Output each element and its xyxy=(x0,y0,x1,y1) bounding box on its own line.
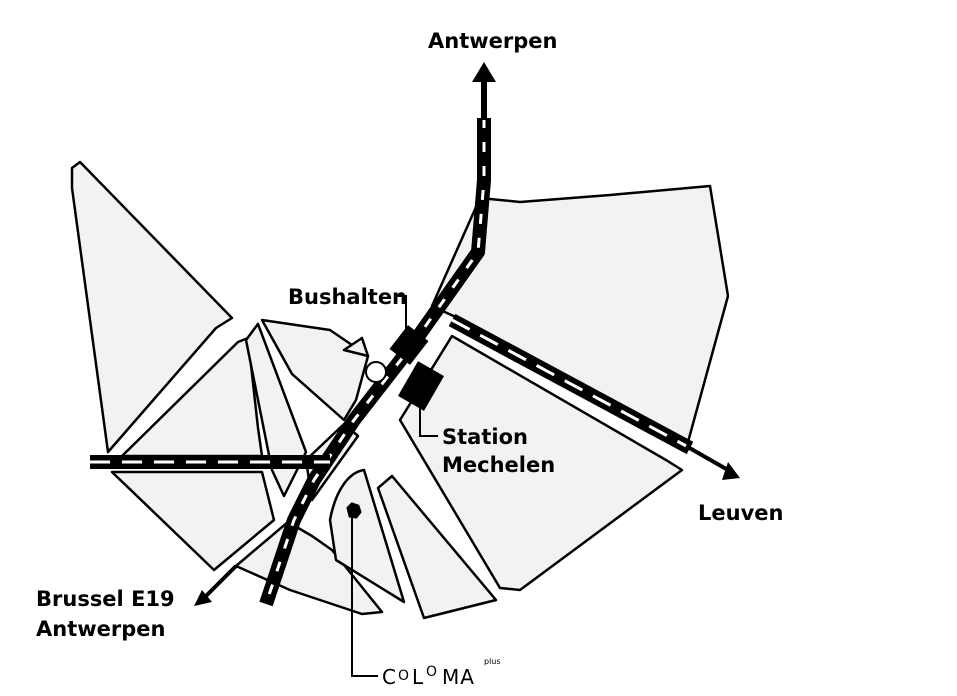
city-blocks xyxy=(70,160,730,620)
station-leader-line xyxy=(419,396,438,437)
leader-lines xyxy=(351,295,438,677)
bus-stop-icon xyxy=(389,325,429,365)
logo-l: L xyxy=(412,665,424,689)
labels: Antwerpen Leuven Brussel E19 Antwerpen B… xyxy=(36,29,783,641)
roundabout xyxy=(365,361,387,383)
logo-c: C xyxy=(382,665,397,689)
bus-leader-line xyxy=(398,295,407,330)
buildings xyxy=(346,325,444,519)
block-station xyxy=(398,334,684,592)
label-leuven: Leuven xyxy=(698,501,783,525)
logo-o1: O xyxy=(398,668,410,684)
coloma-leader-line xyxy=(351,512,378,677)
arrow-southwest-icon xyxy=(194,590,212,606)
label-bushalten: Bushalten xyxy=(288,285,407,309)
railway-east-dashes xyxy=(451,318,691,450)
block-south-east xyxy=(376,474,498,620)
block-west xyxy=(70,160,234,454)
arrow-southwest-shaft xyxy=(204,564,238,598)
logo-plus: plus xyxy=(484,657,501,666)
label-antwerpen-north: Antwerpen xyxy=(428,29,557,53)
logo-ma: MA xyxy=(442,665,475,689)
arrow-east-icon xyxy=(722,462,740,480)
logo-o2: O xyxy=(426,664,438,680)
coloma-logo: C O L O MA plus xyxy=(382,657,501,689)
direction-arrows xyxy=(194,62,740,606)
arrow-north-icon xyxy=(472,62,496,82)
block-center-west xyxy=(244,322,308,498)
station-building-icon xyxy=(398,361,444,411)
label-station: Station xyxy=(442,425,528,449)
block-center xyxy=(260,318,370,422)
label-mechelen: Mechelen xyxy=(442,453,555,477)
coloma-location-icon xyxy=(346,502,362,519)
label-antwerpen-southwest: Antwerpen xyxy=(36,617,165,641)
block-coloma xyxy=(328,468,406,604)
block-southwest xyxy=(110,470,276,572)
label-brussel-e19: Brussel E19 xyxy=(36,587,175,611)
block-triangle xyxy=(342,336,370,358)
arrow-east-shaft xyxy=(685,444,729,472)
